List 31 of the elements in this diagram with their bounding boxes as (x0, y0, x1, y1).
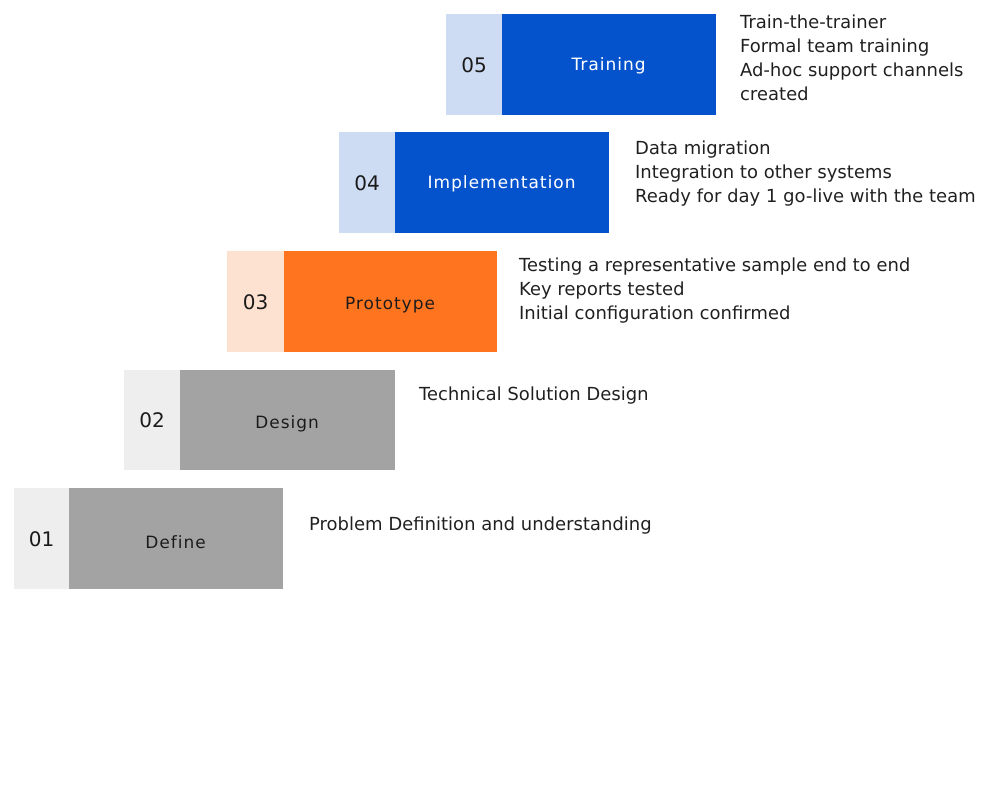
number-tile (446, 14, 502, 115)
step-number: 02 (139, 408, 165, 432)
phase-label: Implementation (428, 172, 576, 192)
description-line: Initial configuration confirmed (519, 302, 792, 326)
phase-box (395, 132, 609, 233)
number-tile (14, 488, 69, 589)
number-tile (227, 251, 284, 352)
description-line: Problem Definition and understanding (309, 513, 653, 537)
phase-box (284, 251, 497, 352)
description-line: Testing a representative sample end to end (519, 254, 912, 278)
phase-box (502, 14, 716, 115)
description-line: Ready for day 1 go-live with the team (635, 185, 977, 209)
number-tile (124, 370, 180, 470)
step-number: 05 (461, 52, 487, 76)
phase-box (69, 488, 283, 589)
description-line: Key reports tested (519, 278, 686, 302)
phase-label: Training (571, 54, 647, 74)
description-line: Ad-hoc support channels created (740, 59, 964, 107)
phase-box (180, 370, 395, 470)
phase-label: Define (145, 532, 207, 552)
description-line: Data migration (635, 137, 772, 161)
phase-label: Prototype (344, 294, 436, 314)
number-tile (339, 132, 395, 233)
description-line: Technical Solution Design (419, 383, 650, 407)
phase-label: Design (255, 413, 320, 433)
step-number: 01 (28, 526, 54, 550)
description-line: Formal team training (740, 35, 930, 59)
description-line: Integration to other systems (635, 161, 893, 185)
description-line: Train-the-trainer (740, 11, 888, 35)
step-number: 04 (354, 170, 380, 194)
step-number: 03 (242, 290, 268, 314)
